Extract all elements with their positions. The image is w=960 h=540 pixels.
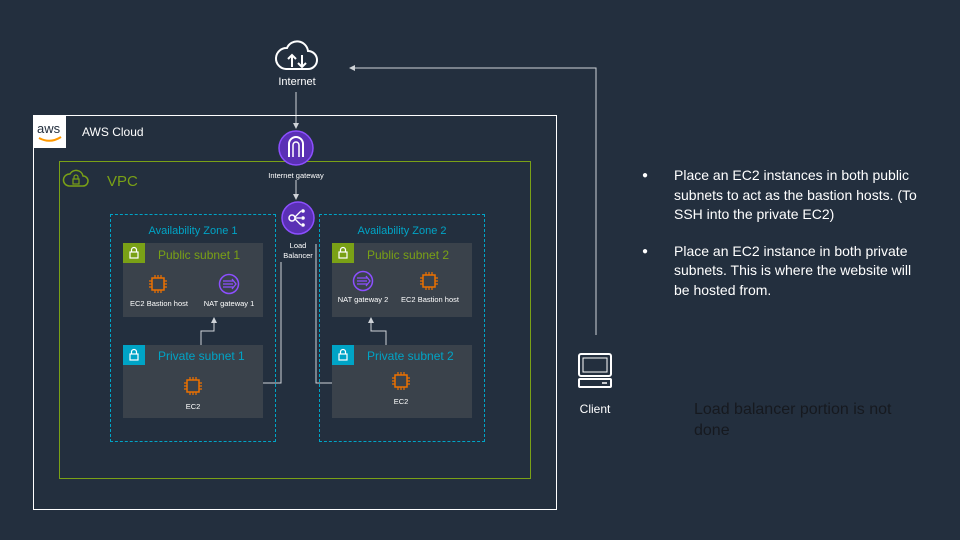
public-subnet-1-label: Public subnet 1: [158, 248, 241, 262]
client-label: Client: [579, 402, 611, 416]
availability-zone-1-label: Availability Zone 1: [148, 225, 238, 237]
internet-node: [274, 37, 320, 73]
nat-gateway-icon: [352, 270, 374, 292]
internet-label: Internet: [278, 76, 316, 88]
private-subnet-2: [332, 345, 472, 418]
vpc-tag: [60, 162, 92, 194]
aws-logo: aws: [34, 116, 66, 148]
internet-gateway-node: [278, 130, 314, 166]
load-balancer-icon: [281, 201, 315, 235]
aws-cloud-group: [33, 115, 557, 510]
public-subnet-2-tag: [332, 243, 354, 263]
ec2-bastion-host-2-label: EC2 Bastion host: [401, 295, 459, 304]
private-subnet-1-tag: [123, 345, 145, 365]
aws-logo-text: aws: [37, 121, 61, 136]
ec2-bastion-host-1: [147, 273, 169, 295]
lock-icon: [129, 246, 139, 259]
lock-icon: [129, 348, 139, 361]
nat-gateway-1-label: NAT gateway 1: [203, 299, 255, 308]
ec2-private-1-label: EC2: [185, 402, 201, 411]
status-note: Load balancer portion is not done: [694, 401, 892, 439]
ec2-private-1: [182, 375, 204, 397]
aws-cloud-label: AWS Cloud: [82, 125, 144, 139]
private-subnet-1: [123, 345, 263, 418]
client-laptop-icon: [578, 353, 612, 388]
public-subnet-2-label: Public subnet 2: [367, 248, 450, 262]
ec2-private-2-label: EC2: [393, 397, 409, 406]
ec2-chip-icon: [420, 272, 438, 290]
public-subnet-1: [123, 243, 263, 317]
vpc-label: VPC: [107, 173, 138, 190]
public-subnet-2: [332, 243, 472, 317]
aws-smile-icon: [38, 136, 62, 142]
load-balancer-node: [281, 201, 315, 235]
vpc-cloud-lock-icon: [62, 169, 89, 187]
ec2-chip-icon: [149, 275, 167, 293]
availability-zone-1: [110, 214, 276, 442]
ec2-bastion-host-1-label: EC2 Bastion host: [130, 299, 188, 308]
ec2-private-2: [390, 370, 412, 392]
availability-zone-2-label: Availability Zone 2: [357, 225, 447, 237]
lock-icon: [338, 348, 348, 361]
ec2-chip-icon: [392, 372, 410, 390]
ec2-bastion-host-2: [418, 270, 440, 292]
nat-gateway-icon: [218, 273, 240, 295]
nat-gateway-1: [218, 273, 240, 295]
private-subnet-2-tag: [332, 345, 354, 365]
client-node: [576, 352, 614, 390]
internet-gateway-icon: [278, 130, 314, 166]
nat-gateway-2: [352, 270, 374, 292]
internet-gateway-label: Internet gateway: [268, 171, 324, 180]
lock-icon: [338, 246, 348, 259]
internet-cloud-icon: [275, 40, 318, 70]
note-item: Place an EC2 instance in both private su…: [642, 242, 922, 301]
load-balancer-label: Load Balancer: [283, 241, 313, 260]
availability-zone-2: [319, 214, 485, 442]
private-subnet-1-label: Private subnet 1: [158, 349, 245, 363]
public-subnet-1-tag: [123, 243, 145, 263]
ec2-chip-icon: [184, 377, 202, 395]
private-subnet-2-label: Private subnet 2: [367, 349, 454, 363]
nat-gateway-2-label: NAT gateway 2: [337, 295, 389, 304]
note-item: Place an EC2 instances in both public su…: [642, 166, 922, 225]
notes-list: Place an EC2 instances in both public su…: [642, 166, 922, 317]
